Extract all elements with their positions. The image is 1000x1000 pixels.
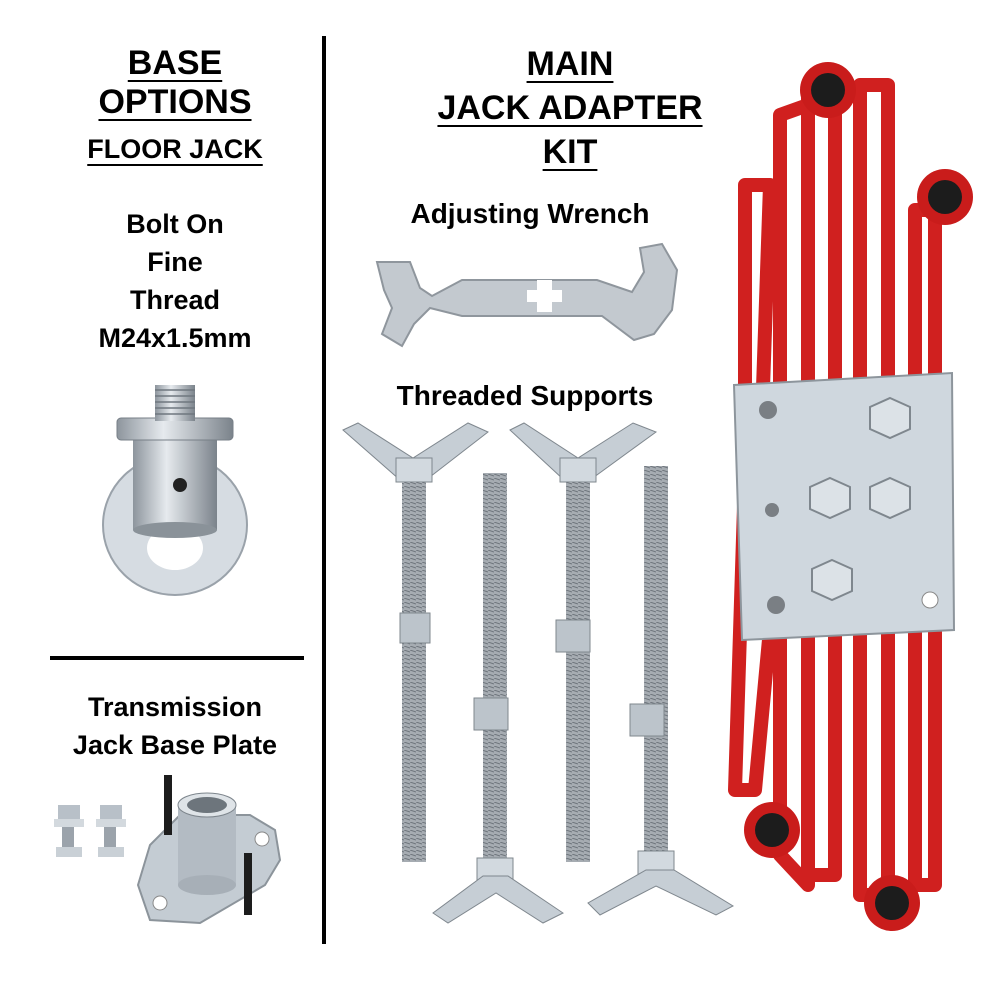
threaded-support: [342, 422, 489, 862]
hex-bolt: [869, 396, 911, 440]
left-divider: [50, 656, 304, 660]
hex-bolt: [809, 476, 851, 520]
wrench-label: Adjusting Wrench: [410, 198, 650, 229]
desc-line: M24x1.5mm: [98, 323, 252, 353]
red-adapter-frame-image: [728, 62, 973, 931]
center-divider: [322, 36, 326, 944]
main-kit-heading: MAIN JACK ADAPTER KIT: [420, 42, 720, 174]
heading-line: JACK ADAPTER: [437, 89, 703, 127]
desc-line: Thread: [129, 285, 221, 315]
tube-end: [800, 62, 856, 118]
label-line: Jack Base Plate: [72, 730, 278, 760]
heading-line: BASE: [127, 44, 223, 82]
base-options-heading: BASE OPTIONS: [60, 44, 290, 122]
threaded-support: [509, 422, 658, 862]
heading-line: MAIN: [526, 45, 614, 83]
desc-line: Bolt On: [126, 209, 224, 239]
floor-jack-heading: FLOOR JACK: [60, 134, 290, 165]
desc-line: Fine: [147, 247, 203, 277]
transmission-base-plate-image: [54, 775, 282, 925]
floor-jack-adapter-image: [102, 385, 248, 596]
bolt-icon: [96, 805, 126, 857]
tube-end: [917, 169, 973, 225]
tube-end: [744, 802, 800, 858]
bolt-icon: [54, 805, 84, 857]
hex-bolt: [811, 558, 853, 602]
heading-line: FLOOR JACK: [87, 134, 263, 164]
heading-line: KIT: [542, 133, 598, 171]
heading-line: OPTIONS: [98, 83, 252, 122]
supports-label: Threaded Supports: [396, 380, 654, 411]
threaded-support: [587, 466, 735, 916]
transmission-base-label: Transmission Jack Base Plate: [40, 688, 310, 764]
threaded-supports-image: [342, 422, 735, 924]
adjusting-wrench-image: [375, 242, 679, 348]
tube-end: [864, 875, 920, 931]
thread-description: Bolt On Fine Thread M24x1.5mm: [60, 205, 290, 357]
threaded-support: [432, 473, 564, 924]
label-line: Transmission: [87, 692, 263, 722]
hex-bolt: [869, 476, 911, 520]
